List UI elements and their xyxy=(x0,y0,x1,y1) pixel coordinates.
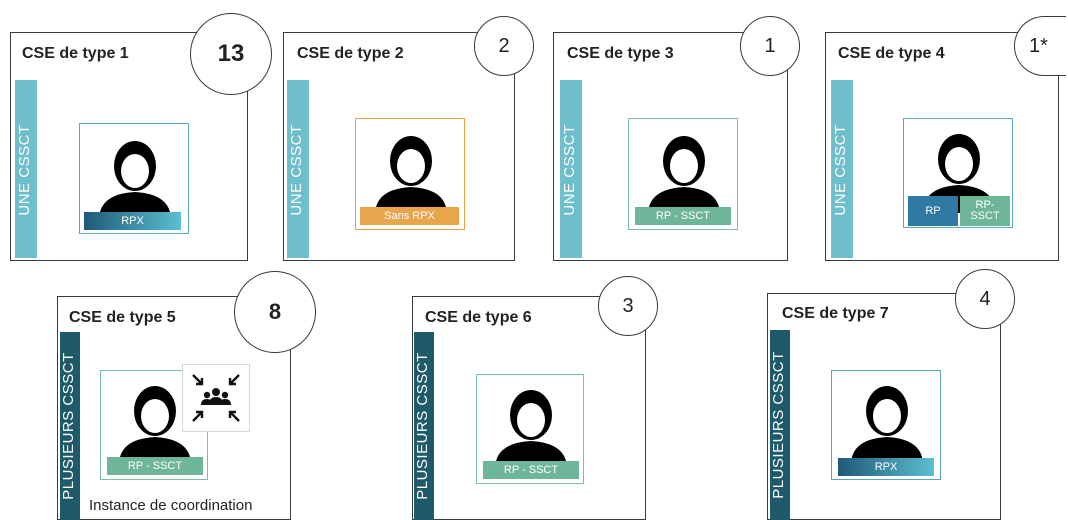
role-tag: Sans RPX xyxy=(360,207,459,225)
count-badge: 2 xyxy=(474,16,534,76)
card-title: CSE de type 1 xyxy=(22,45,129,62)
card-title: CSE de type 4 xyxy=(838,45,945,62)
role-tag: RP - SSCT xyxy=(635,207,731,225)
cssct-bar-label: UNE CSSCT xyxy=(561,124,578,216)
person-silhouette-icon xyxy=(495,390,567,469)
role-tag-rp: RP xyxy=(908,196,958,226)
avatar-box: RP - SSCT xyxy=(476,374,584,484)
count-badge: 1 xyxy=(740,16,800,76)
count-value: 4 xyxy=(979,287,991,310)
cssct-bar: PLUSIEURS CSSCT xyxy=(770,330,790,520)
card-title: CSE de type 7 xyxy=(782,305,889,322)
role-tag-rp-ssct: RP- SSCT xyxy=(960,196,1010,226)
cssct-bar-label: UNE CSSCT xyxy=(16,124,33,216)
card-title: CSE de type 6 xyxy=(425,309,532,326)
person-silhouette-icon xyxy=(648,136,720,215)
cssct-bar-label: PLUSIEURS CSSCT xyxy=(60,352,77,500)
cssct-bar-label: UNE CSSCT xyxy=(832,124,849,216)
card-title: CSE de type 3 xyxy=(567,45,674,62)
count-value: 1 xyxy=(764,34,776,57)
coordination-group-icon xyxy=(192,374,240,422)
card-title: CSE de type 5 xyxy=(69,309,176,326)
count-badge: 13 xyxy=(190,13,272,95)
count-badge: 4 xyxy=(955,269,1015,329)
count-value: 13 xyxy=(217,40,245,67)
count-badge: 8 xyxy=(234,271,316,353)
cssct-bar: UNE CSSCT xyxy=(831,80,853,258)
count-value: 1* xyxy=(1029,34,1048,57)
coordination-box xyxy=(182,364,250,432)
coordination-note: Instance de coordination xyxy=(89,497,253,514)
role-tag: RP - SSCT xyxy=(483,461,579,479)
avatar-box: Sans RPX xyxy=(355,118,465,230)
count-badge: 3 xyxy=(598,276,658,336)
cssct-bar-label: UNE CSSCT xyxy=(288,124,305,216)
count-badge: 1* xyxy=(1014,16,1066,76)
count-value: 2 xyxy=(498,34,510,57)
avatar-box: RPX xyxy=(79,123,189,234)
cssct-bar: UNE CSSCT xyxy=(15,80,37,258)
avatar-box: RP RP- SSCT xyxy=(903,118,1013,228)
person-silhouette-icon xyxy=(375,136,447,215)
role-tag: RP - SSCT xyxy=(107,457,203,475)
cssct-bar-label: PLUSIEURS CSSCT xyxy=(414,352,431,500)
card-title: CSE de type 2 xyxy=(297,45,404,62)
count-value: 8 xyxy=(268,299,282,324)
person-silhouette-icon xyxy=(851,386,923,465)
cssct-bar: PLUSIEURS CSSCT xyxy=(60,332,80,520)
role-tag: RPX xyxy=(84,212,181,230)
cssct-bar: PLUSIEURS CSSCT xyxy=(414,332,434,520)
avatar-box: RPX xyxy=(831,370,941,480)
cssct-bar: UNE CSSCT xyxy=(560,80,582,258)
person-silhouette-icon xyxy=(99,141,171,220)
avatar-box: RP - SSCT xyxy=(100,370,208,480)
cssct-bar-label: PLUSIEURS CSSCT xyxy=(770,351,787,499)
avatar-box: RP - SSCT xyxy=(628,118,738,230)
cssct-bar: UNE CSSCT xyxy=(287,80,309,258)
count-value: 3 xyxy=(622,294,634,317)
role-tag: RPX xyxy=(838,458,934,476)
